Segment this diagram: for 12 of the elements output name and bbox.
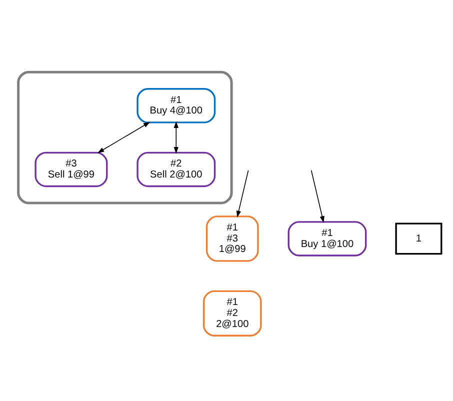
arrow [310, 170, 324, 223]
node-box: #2 Sell 2@100 [136, 152, 216, 188]
node-box: #1 Buy 4@100 [136, 88, 216, 124]
arrow [174, 121, 178, 154]
node-box: 1 [395, 222, 442, 255]
cluster [17, 70, 233, 204]
arrow [97, 122, 150, 154]
node-box: #1 Buy 1@100 [288, 221, 367, 256]
arrow [236, 170, 249, 218]
node-box: #1 #3 1@99 [206, 216, 259, 262]
node-box: #1 #2 2@100 [203, 290, 262, 336]
node-box: #3 Sell 1@99 [34, 152, 108, 188]
